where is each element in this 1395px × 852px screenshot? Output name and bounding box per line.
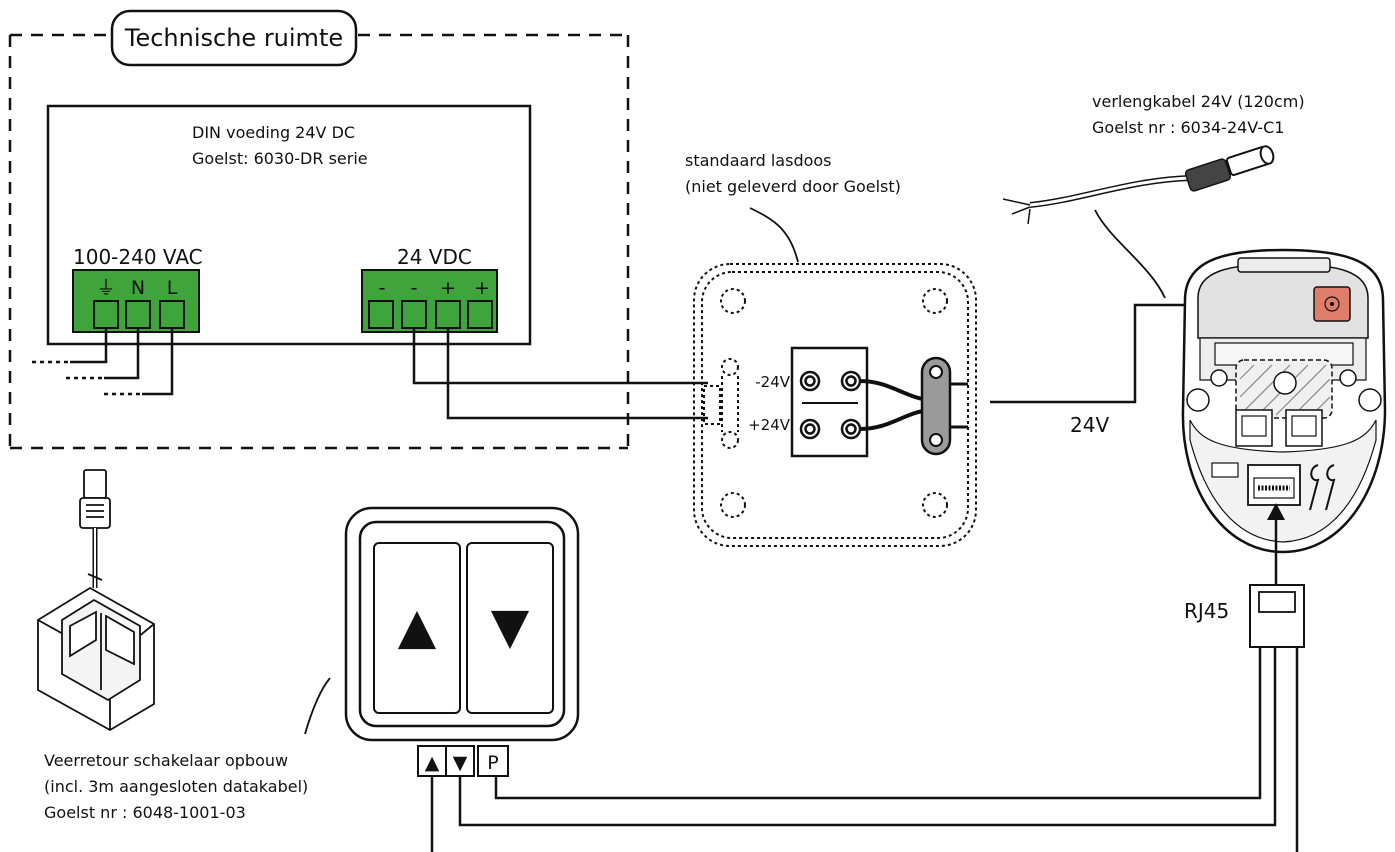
switch-caption-name: Veerretour schakelaar opbouw [44, 751, 288, 770]
extension-cable-name: verlengkabel 24V (120cm) [1092, 92, 1305, 111]
ac-terminal-l-label: L [167, 277, 178, 299]
technical-room-title: Technische ruimte [124, 24, 343, 52]
ac-terminal-n [125, 300, 151, 329]
connector-up-label: ▲ [425, 752, 440, 774]
dc-terminal-1-label: - [379, 277, 386, 299]
junction-minus-label: -24V [755, 373, 790, 391]
dc-terminal-block: - - + + [361, 269, 498, 333]
technical-room-boundary [8, 33, 630, 450]
dc-terminal-4 [467, 300, 493, 329]
junction-box [693, 263, 977, 547]
technical-room-title-box [110, 9, 358, 67]
dc-terminal-3 [435, 300, 461, 329]
junction-box-leader [749, 207, 799, 263]
rj45-plug-window [1258, 591, 1296, 613]
power-supply-name: DIN voeding 24V DC [192, 123, 355, 142]
connector-down-label: ▼ [453, 752, 468, 774]
cable-clamp [920, 356, 952, 456]
junction-box-note: (niet geleverd door Goelst) [685, 177, 901, 196]
dc-output-label: 24 VDC [397, 245, 472, 269]
motor-head [1181, 248, 1387, 554]
wall-switch [344, 506, 580, 742]
rj45-label: RJ45 [1184, 599, 1229, 623]
switch-connector [417, 745, 509, 777]
ac-supply-wires [32, 328, 174, 396]
switch-up-rocker [373, 542, 461, 714]
dc-terminal-1 [368, 300, 394, 329]
ac-input-label: 100-240 VAC [73, 245, 203, 269]
extension-cable-drawing [1002, 145, 1275, 299]
dc-terminal-4-label: + [474, 277, 490, 299]
ac-terminal-earth-label: ⏚ [96, 277, 115, 299]
switch-down-rocker [466, 542, 554, 714]
dc-terminal-2 [401, 300, 427, 329]
switch-caption-note: (incl. 3m aangesloten datakabel) [44, 777, 308, 796]
rj45-arrow-head [1267, 503, 1285, 520]
surface-switch-illustration [37, 469, 155, 732]
switch-leader [304, 677, 331, 735]
ac-terminal-block: ⏚ N L [72, 269, 200, 333]
extension-cable-number: Goelst nr : 6034-24V-C1 [1092, 118, 1284, 137]
ac-terminal-l [159, 300, 185, 329]
dc-terminal-2-label: - [411, 277, 418, 299]
dc-wires [412, 328, 708, 420]
ac-terminal-earth [93, 300, 119, 329]
switch-down-arrow-icon: ▼ [491, 597, 530, 655]
junction-plus-label: +24V [748, 416, 791, 434]
ac-terminal-n-label: N [131, 277, 145, 299]
dc-terminal-3-label: + [440, 277, 456, 299]
switch-up-arrow-icon: ▲ [398, 597, 437, 655]
wire-24v-label: 24V [1070, 413, 1109, 437]
power-supply-series: Goelst: 6030-DR serie [192, 149, 368, 168]
junction-cable [859, 379, 968, 431]
junction-box-name: standaard lasdoos [685, 151, 832, 170]
connector-p-label: P [487, 752, 498, 774]
data-cable [430, 647, 1299, 852]
switch-caption-number: Goelst nr : 6048-1001-03 [44, 803, 246, 822]
